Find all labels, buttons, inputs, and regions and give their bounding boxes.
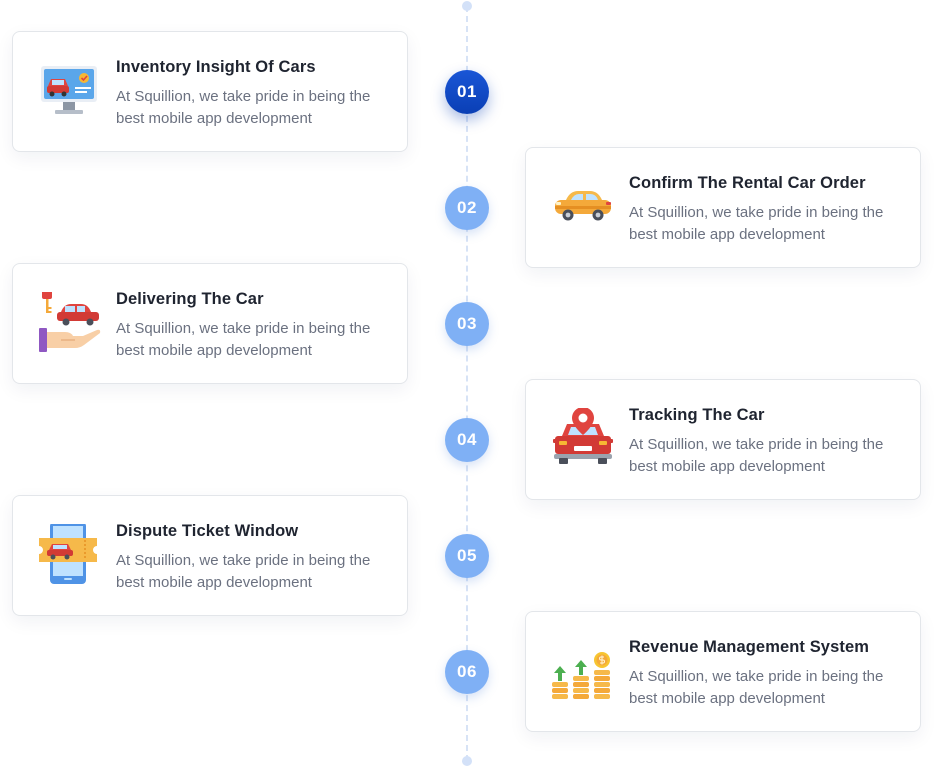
step-description: At Squillion, we take pride in being the…	[629, 436, 884, 475]
step-card-delivering: Delivering The Car At Squillion, we take…	[12, 263, 408, 384]
key-hand-car-icon	[39, 292, 101, 354]
coins-growth-icon	[552, 640, 614, 702]
timeline-line	[466, 6, 468, 761]
step-title: Revenue Management System	[629, 638, 870, 656]
step-card-tracking: Tracking The Car At Squillion, we take p…	[525, 379, 921, 500]
step-description: At Squillion, we take pride in being the…	[116, 552, 371, 591]
step-card-dispute: Dispute Ticket Window At Squillion, we t…	[12, 495, 408, 616]
ticket-car-icon	[39, 524, 101, 586]
step-number-6[interactable]: 06	[445, 650, 489, 694]
step-description: At Squillion, we take pride in being the…	[116, 320, 371, 359]
timeline-end-dot	[462, 756, 472, 766]
step-card-confirm-order: Confirm The Rental Car Order At Squillio…	[525, 147, 921, 268]
step-title: Confirm The Rental Car Order	[629, 174, 866, 192]
step-number-3[interactable]: 03	[445, 302, 489, 346]
step-card-revenue: Revenue Management System At Squillion, …	[525, 611, 921, 732]
yellow-car-icon	[552, 176, 614, 238]
step-title: Inventory Insight Of Cars	[116, 58, 316, 76]
step-title: Delivering The Car	[116, 290, 264, 308]
car-location-pin-icon	[552, 408, 614, 470]
step-description: At Squillion, we take pride in being the…	[629, 204, 884, 243]
step-number-4[interactable]: 04	[445, 418, 489, 462]
step-description: At Squillion, we take pride in being the…	[629, 668, 884, 707]
step-card-inventory: Inventory Insight Of Cars At Squillion, …	[12, 31, 408, 152]
timeline-start-dot	[462, 1, 472, 11]
step-number-5[interactable]: 05	[445, 534, 489, 578]
step-number-2[interactable]: 02	[445, 186, 489, 230]
step-title: Tracking The Car	[629, 406, 765, 424]
step-description: At Squillion, we take pride in being the…	[116, 88, 371, 127]
step-number-1[interactable]: 01	[445, 70, 489, 114]
monitor-car-icon	[39, 60, 101, 122]
step-title: Dispute Ticket Window	[116, 522, 299, 540]
